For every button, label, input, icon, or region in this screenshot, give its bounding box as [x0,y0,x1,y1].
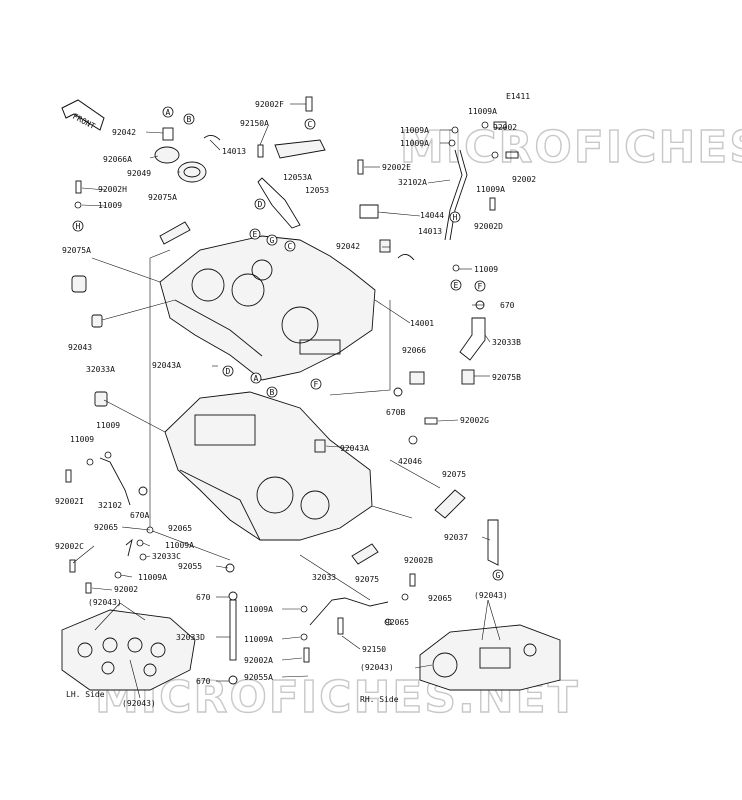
label-92075-r: 92075 [442,470,466,479]
label-92002I: 92002I [55,497,84,506]
ref-g-bottom: G [496,571,501,580]
ref-d-mid: D [226,367,231,376]
rh-side-cover [419,624,561,691]
label-92075B: 92075B [492,373,521,382]
ref-f-right: F [478,282,483,291]
label-11009-left2: 11009 [70,435,94,444]
label-11009A-b1: 11009A [244,605,273,614]
label-11009A-tr1: 11009A [468,107,497,116]
label-92043A-r: 92043A [340,444,369,453]
label-11009-left1: 11009 [96,421,120,430]
label-670A: 670A [130,511,149,520]
label-32033D: 32033D [176,633,205,642]
ref-c-mid: C [288,242,293,251]
label-14013-mid: 14013 [418,227,442,236]
label-92042-top: 92042 [112,128,136,137]
ref-d-top: D [258,200,263,209]
label-670-l2: 670 [196,677,211,686]
label-92065-b: 92065 [385,618,409,627]
label-11009-tl: 11009 [98,201,122,210]
figure-id: E1411 [506,92,530,101]
label-14001: 14001 [410,319,434,328]
ref-h-left: H [76,222,81,231]
ref-a-mid: A [254,374,259,383]
label-11009A-b2: 11009A [244,635,273,644]
label-14013-top: 14013 [222,147,246,156]
label-11009A-tr3: 11009A [400,139,429,148]
label-lh-side: LH. Side [66,690,105,699]
label-92037: 92037 [444,533,468,542]
label-92002A: 92002A [244,656,273,665]
lower-crankcase [164,391,373,541]
ref-f-mid: F [314,380,319,389]
leader-lines [72,103,501,699]
label-92043-left: 92043 [68,343,92,352]
label-92002G: 92002G [460,416,489,425]
label-92002B: 92002B [404,556,433,565]
label-92075A-top: 92075A [148,193,177,202]
label-92002-tr1: 92002 [493,123,517,132]
label-92075A-left: 92075A [62,246,91,255]
label-32033: 32033 [312,573,336,582]
label-92002D: 92002D [474,222,503,231]
label-11009A-l1: 11009A [165,541,194,550]
label-92075-b: 92075 [355,575,379,584]
ref-b-top: B [187,115,192,124]
label-92043-lh: (92043) [88,598,122,607]
label-14044: 14044 [420,211,444,220]
label-92002C: 92002C [55,542,84,551]
label-92043-rh2: (92043) [360,663,394,672]
label-rh-side: RH. Side [360,695,399,704]
label-12053A: 12053A [283,173,312,182]
label-32102: 32102 [98,501,122,510]
ref-e-mid: E [253,230,258,239]
label-92043A-mid: 92043A [152,361,181,370]
label-92150: 92150 [362,645,386,654]
label-92065-r: 92065 [428,594,452,603]
label-11009A-tr4: 11009A [476,185,505,194]
label-92002-bl: 92002 [114,585,138,594]
label-92043-rh: (92043) [474,591,508,600]
label-42046: 42046 [398,457,422,466]
label-92042-mid: 92042 [336,242,360,251]
label-92055: 92055 [178,562,202,571]
label-92043-lh2: (92043) [122,699,156,708]
label-92002E: 92002E [382,163,411,172]
label-32033A: 32033A [86,365,115,374]
label-670-l: 670 [196,593,211,602]
label-670B: 670B [386,408,405,417]
label-92049: 92049 [127,169,151,178]
ref-c-top: C [308,120,313,129]
reference-markers: A B C D E G C H D A B F H E F G [72,106,504,581]
front-arrow-icon: FRONT [61,99,105,131]
label-32033B: 32033B [492,338,521,347]
ref-e-right: E [454,281,459,290]
label-92055A: 92055A [244,673,273,682]
label-92066: 92066 [402,346,426,355]
ref-a-top: A [166,108,171,117]
label-92065-l2: 92065 [168,524,192,533]
label-670-r: 670 [500,301,515,310]
watermark-top: MICROFICHES.NET [400,122,742,173]
label-92002H: 92002H [98,185,127,194]
label-11009-r: 11009 [474,265,498,274]
ref-g-mid: G [270,236,275,245]
ref-h-right: H [453,213,458,222]
label-92066A: 92066A [103,155,132,164]
label-92065-l1: 92065 [94,523,118,532]
part-labels: 92002F 92150A 92042 14013 92066A 92049 1… [55,100,536,708]
label-32033C: 32033C [152,552,181,561]
ref-b-mid: B [270,388,275,397]
label-92002-tr2: 92002 [512,175,536,184]
label-11009A-tr2: 11009A [400,126,429,135]
label-92150A: 92150A [240,119,269,128]
label-11009A-l2: 11009A [138,573,167,582]
label-12053: 12053 [305,186,329,195]
label-92002F: 92002F [255,100,284,109]
upper-crankcase [159,235,376,381]
small-parts [65,96,519,685]
label-32102A: 32102A [398,178,427,187]
